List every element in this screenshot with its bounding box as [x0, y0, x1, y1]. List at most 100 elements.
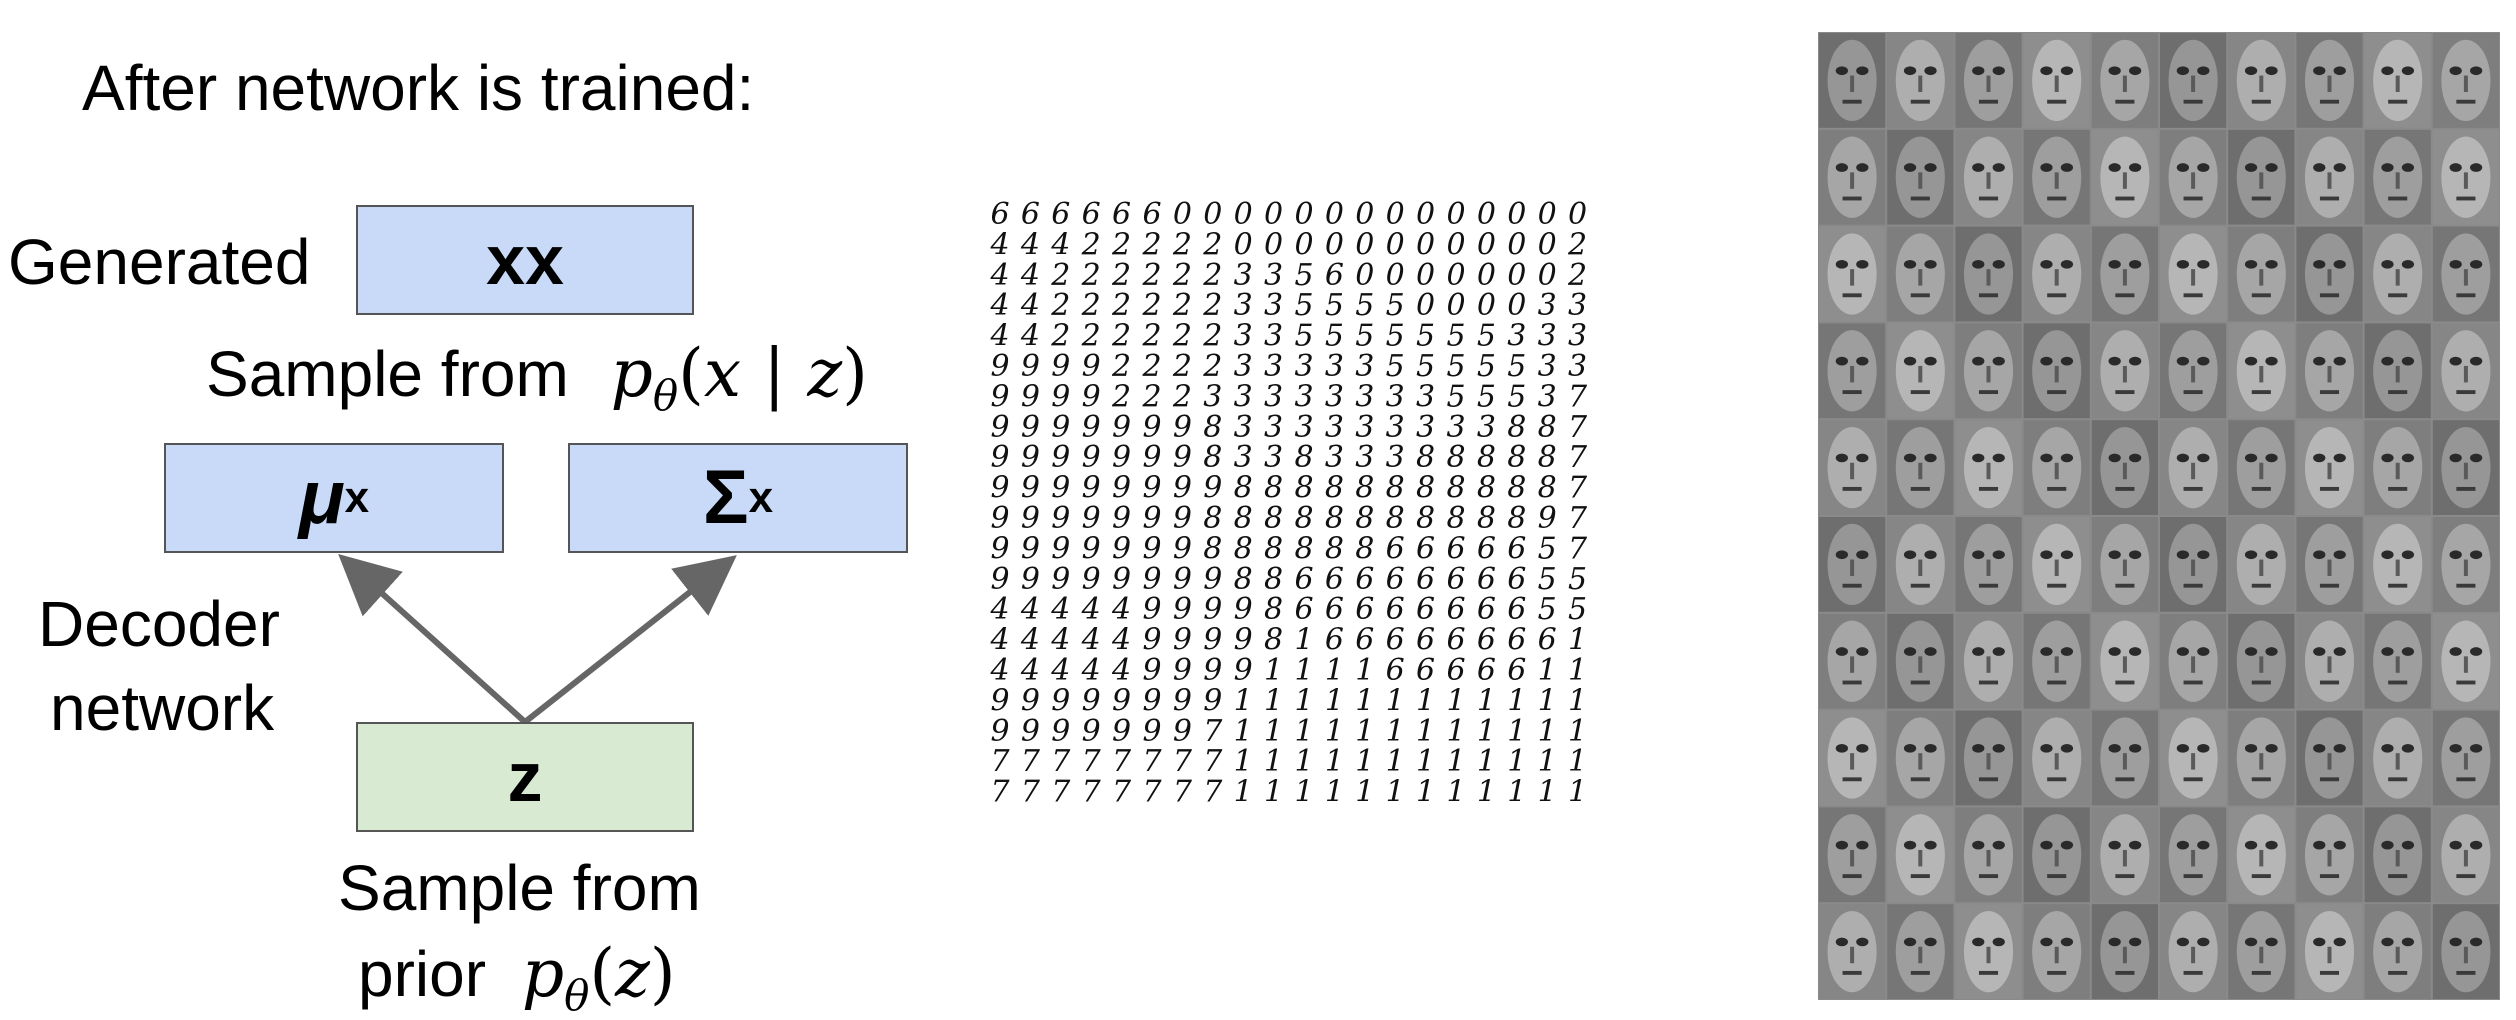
- digit-cell: 9: [990, 410, 1009, 445]
- digit-cell: 9: [1112, 683, 1131, 718]
- digit-cell: 1: [1234, 683, 1253, 718]
- digit-cell: 9: [1142, 471, 1161, 506]
- digit-cell: 9: [1082, 349, 1101, 384]
- digit-cell: 8: [1538, 440, 1557, 475]
- latent-z-box: z: [356, 722, 694, 832]
- digit-cell: 3: [1355, 410, 1374, 445]
- digit-cell: 6: [1294, 562, 1313, 597]
- face-tile: [1955, 129, 2022, 225]
- digit-cell: 9: [990, 562, 1009, 597]
- digit-cell: 5: [1507, 349, 1526, 384]
- digit-cell: 1: [1325, 683, 1344, 718]
- digit-cell: 0: [1538, 227, 1557, 262]
- digit-cell: 9: [1203, 623, 1222, 658]
- digit-cell: 6: [1294, 592, 1313, 627]
- digit-cell: 8: [1507, 471, 1526, 506]
- digit-cell: 5: [1538, 592, 1557, 627]
- digit-cell: 1: [1507, 744, 1526, 779]
- face-tile: [2023, 904, 2090, 999]
- digit-cell: 3: [1355, 379, 1374, 414]
- face-tile: [2432, 226, 2499, 322]
- face-tile: [2432, 420, 2499, 515]
- digit-cell: 7: [1051, 775, 1071, 810]
- prior-math-z: z: [615, 935, 650, 1012]
- math-close-paren: ): [842, 335, 868, 412]
- digit-cell: 1: [1386, 744, 1405, 779]
- digit-cell: 6: [1507, 592, 1526, 627]
- digit-cell: 1: [1294, 653, 1313, 688]
- digit-cell: 1: [1264, 714, 1283, 749]
- face-tile: [2091, 420, 2158, 515]
- face-tile: [1819, 420, 1886, 515]
- digit-cell: 9: [990, 471, 1009, 506]
- digit-cell: 3: [1568, 319, 1587, 354]
- digit-cell: 1: [1538, 744, 1557, 779]
- digit-cell: 2: [1050, 288, 1070, 323]
- digit-cell: 6: [1386, 592, 1405, 627]
- digit-cell: 0: [1416, 288, 1435, 323]
- digit-cell: 3: [1325, 379, 1344, 414]
- digit-cell: 1: [1568, 623, 1587, 658]
- face-tile: [2023, 129, 2090, 225]
- prior-math-theta: θ: [564, 971, 590, 1020]
- digit-cell: 8: [1234, 531, 1253, 566]
- digit-cell: 8: [1355, 531, 1374, 566]
- face-tile: [2296, 613, 2363, 709]
- digit-cell: 6: [1325, 592, 1344, 627]
- digit-cell: 9: [1021, 349, 1040, 384]
- digit-cell: 8: [1234, 562, 1253, 597]
- digit-cell: 8: [1416, 501, 1435, 536]
- digit-cell: 9: [1021, 471, 1040, 506]
- prior-math-close-paren: ): [649, 935, 676, 1012]
- face-tile: [2160, 710, 2227, 806]
- face-tile: [1887, 129, 1954, 225]
- digit-cell: 1: [1477, 714, 1496, 749]
- digit-cell: 0: [1446, 197, 1465, 232]
- digit-cell: 0: [1203, 197, 1222, 232]
- face-tile: [2296, 226, 2363, 322]
- digit-cell: 3: [1355, 349, 1374, 384]
- digit-cell: 1: [1264, 683, 1283, 718]
- digit-cell: 9: [1112, 562, 1131, 597]
- digit-cell: 0: [1507, 258, 1526, 293]
- digit-cell: 6: [1325, 562, 1344, 597]
- digit-cell: 0: [1477, 288, 1496, 323]
- digit-cell: 8: [1355, 501, 1374, 536]
- digit-cell: 0: [1477, 197, 1496, 232]
- digit-cell: 2: [1202, 227, 1222, 262]
- digit-cell: 7: [1051, 744, 1071, 779]
- digit-cell: 6: [1477, 531, 1496, 566]
- digit-cell: 7: [1021, 775, 1041, 810]
- face-tile: [2023, 807, 2090, 903]
- digit-cell: 8: [1477, 440, 1496, 475]
- digit-cell: 1: [1355, 714, 1374, 749]
- digit-cell: 6: [1386, 653, 1405, 688]
- digit-cell: 8: [1355, 471, 1374, 506]
- digit-cell: 9: [1112, 410, 1131, 445]
- digit-cell: 1: [1234, 775, 1253, 810]
- digit-cell: 5: [1386, 319, 1405, 354]
- digit-cell: 0: [1446, 258, 1465, 293]
- digit-cell: 1: [1416, 683, 1435, 718]
- digit-cell: 5: [1507, 379, 1526, 414]
- digit-cell: 9: [1082, 683, 1101, 718]
- digit-cell: 1: [1325, 714, 1344, 749]
- digit-cell: 0: [1355, 227, 1374, 262]
- digit-cell: 4: [989, 592, 1009, 627]
- digit-cell: 6: [1416, 592, 1435, 627]
- digit-cell: 8: [1294, 501, 1313, 536]
- digit-cell: 9: [1203, 653, 1222, 688]
- digit-cell: 7: [1112, 744, 1132, 779]
- generated-label: Generated: [8, 226, 311, 298]
- face-tile: [2296, 807, 2363, 903]
- digit-cell: 9: [1051, 501, 1070, 536]
- digit-cell: 2: [1111, 319, 1131, 354]
- face-tile: [1819, 904, 1886, 999]
- digit-cell: 2: [1141, 227, 1161, 262]
- digit-cell: 9: [1173, 531, 1192, 566]
- digit-cell: 5: [1477, 349, 1496, 384]
- digit-cell: 4: [989, 258, 1009, 293]
- digit-cell: 4: [1081, 592, 1101, 627]
- digit-cell: 8: [1234, 471, 1253, 506]
